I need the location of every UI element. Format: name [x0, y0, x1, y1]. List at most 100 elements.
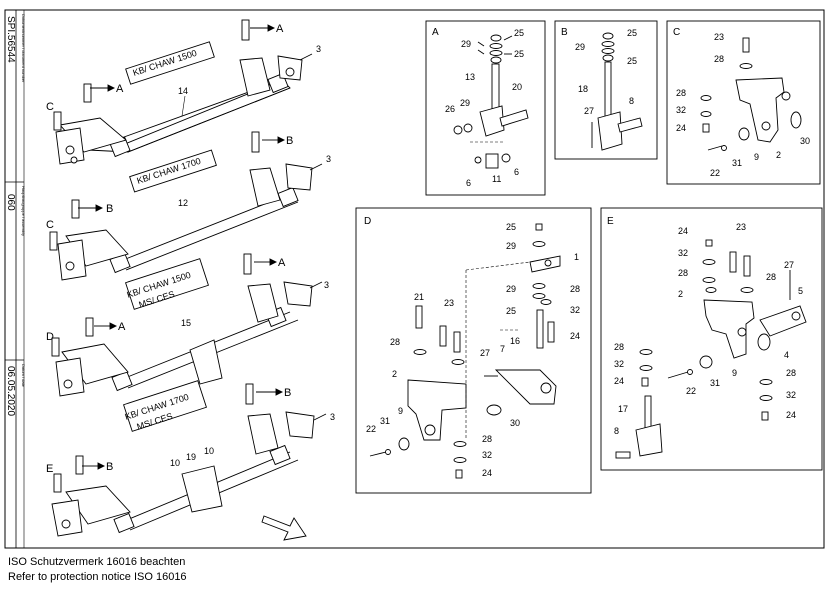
- protection-notice-german: ISO Schutzvermerk 16016 beachten: [8, 556, 186, 568]
- part-number: 6: [466, 178, 471, 188]
- callout-letter: C: [46, 219, 54, 231]
- part-number: 32: [786, 390, 796, 400]
- part-number: 21: [414, 292, 424, 302]
- variant-label-box: [125, 41, 215, 85]
- part-number: 2: [776, 150, 781, 160]
- part-number: 6: [514, 167, 519, 177]
- part-number: 3: [324, 280, 329, 290]
- part-number: 27: [480, 348, 490, 358]
- title-block: Dokumentnummer / document number SPI.565…: [5, 10, 26, 548]
- part-number: 32: [678, 248, 688, 258]
- part-number: 28: [390, 337, 400, 347]
- part-number: 25: [514, 28, 524, 38]
- panel-letter: E: [607, 216, 614, 227]
- callout-letter: A: [276, 23, 284, 35]
- callout-letter: B: [106, 461, 113, 473]
- part-number: 15: [181, 318, 191, 328]
- part-number: 17: [618, 404, 628, 414]
- part-number: 28: [482, 434, 492, 444]
- part-number: 30: [800, 136, 810, 146]
- part-number: 8: [629, 96, 634, 106]
- part-number: 25: [506, 306, 516, 316]
- part-number: 25: [627, 56, 637, 66]
- callout-letter: A: [278, 257, 286, 269]
- part-number: 28: [676, 88, 686, 98]
- part-number: 20: [512, 82, 522, 92]
- part-number: 12: [178, 198, 188, 208]
- part-number: 27: [584, 106, 594, 116]
- part-number: 9: [732, 368, 737, 378]
- part-number: 19: [186, 452, 196, 462]
- part-number: 10: [170, 458, 180, 468]
- part-number: 22: [366, 424, 376, 434]
- detail-panel-a: A 25 29 25 13 20 26 29 6 11 6: [425, 20, 546, 196]
- part-number: 1: [574, 252, 579, 262]
- part-number: 2: [392, 369, 397, 379]
- callout-letter: A: [118, 321, 126, 333]
- part-number: 24: [482, 468, 492, 478]
- protection-notice-english: Refer to protection notice ISO 16016: [8, 571, 187, 583]
- callout-letter: B: [284, 387, 291, 399]
- part-number: 26: [445, 104, 455, 114]
- part-number: 31: [732, 158, 742, 168]
- axle-assembly-2: KB/ CHAW 1700 B B C 3 12: [46, 131, 331, 281]
- part-number: 3: [330, 412, 335, 422]
- part-number: 28: [614, 342, 624, 352]
- panel-letter: A: [432, 27, 439, 38]
- callout-letter: B: [286, 135, 293, 147]
- panel-letter: C: [673, 27, 680, 38]
- part-number: 28: [786, 368, 796, 378]
- drawing-frame: [4, 9, 825, 549]
- part-number: 24: [678, 226, 688, 236]
- part-number: 23: [714, 32, 724, 42]
- part-number: 28: [714, 54, 724, 64]
- detail-panel-d: D 25 29 1 29 28 21 23 25 32 28 16 24 27 …: [355, 207, 592, 494]
- part-number: 22: [710, 168, 720, 178]
- part-number: 31: [380, 416, 390, 426]
- part-number: 22: [686, 386, 696, 396]
- part-number: 31: [710, 378, 720, 388]
- doc-number-caption: Dokumentnummer / document number: [21, 14, 26, 83]
- part-number: 32: [676, 105, 686, 115]
- axle-assembly-4: KB/ CHAW 1700 MS/ CES B B E 3 10 19 10: [46, 380, 335, 541]
- part-number: 29: [575, 42, 585, 52]
- variant-label-box: [129, 149, 217, 193]
- part-number: 11: [492, 174, 501, 184]
- callout-letter: D: [46, 331, 54, 343]
- part-number: 28: [766, 272, 776, 282]
- part-number: 9: [398, 406, 403, 416]
- part-number: 30: [510, 418, 520, 428]
- part-number: 25: [627, 28, 637, 38]
- part-number: 29: [460, 98, 470, 108]
- panel-letter: D: [364, 216, 371, 227]
- part-number: 9: [754, 152, 759, 162]
- part-number: 14: [178, 86, 188, 96]
- detail-panel-c: C 23 28 28 32 24 30 22 31 9 2: [666, 20, 821, 185]
- part-number: 28: [570, 284, 580, 294]
- date-caption: Datum / date: [21, 364, 26, 388]
- doc-number: SPI.56544: [5, 16, 16, 63]
- date-value: 06.05.2020: [5, 366, 16, 416]
- part-number: 3: [326, 154, 331, 164]
- callout-letter: E: [46, 463, 53, 475]
- part-number: 29: [506, 284, 516, 294]
- part-number: 4: [784, 350, 789, 360]
- part-number: 29: [506, 241, 516, 251]
- part-number: 5: [798, 286, 803, 296]
- assembly-caption: Hauptbaugruppe / assembly: [21, 186, 26, 236]
- part-number: 25: [506, 222, 516, 232]
- callout-letter: B: [106, 203, 113, 215]
- part-number: 3: [316, 44, 321, 54]
- part-number: 23: [444, 298, 454, 308]
- part-number: 32: [570, 305, 580, 315]
- detail-panel-b: B 29 25 25 18 27 8: [554, 20, 658, 160]
- part-number: 16: [510, 336, 520, 346]
- part-number: 25: [514, 49, 524, 59]
- axle-assembly-3: KB/ CHAW 1500 MS/ CES A A D 3 15: [46, 253, 329, 397]
- part-number: 2: [678, 289, 683, 299]
- part-number: 24: [676, 123, 686, 133]
- callout-letter: A: [116, 83, 124, 95]
- part-number: 24: [786, 410, 796, 420]
- panel-letter: B: [561, 27, 568, 38]
